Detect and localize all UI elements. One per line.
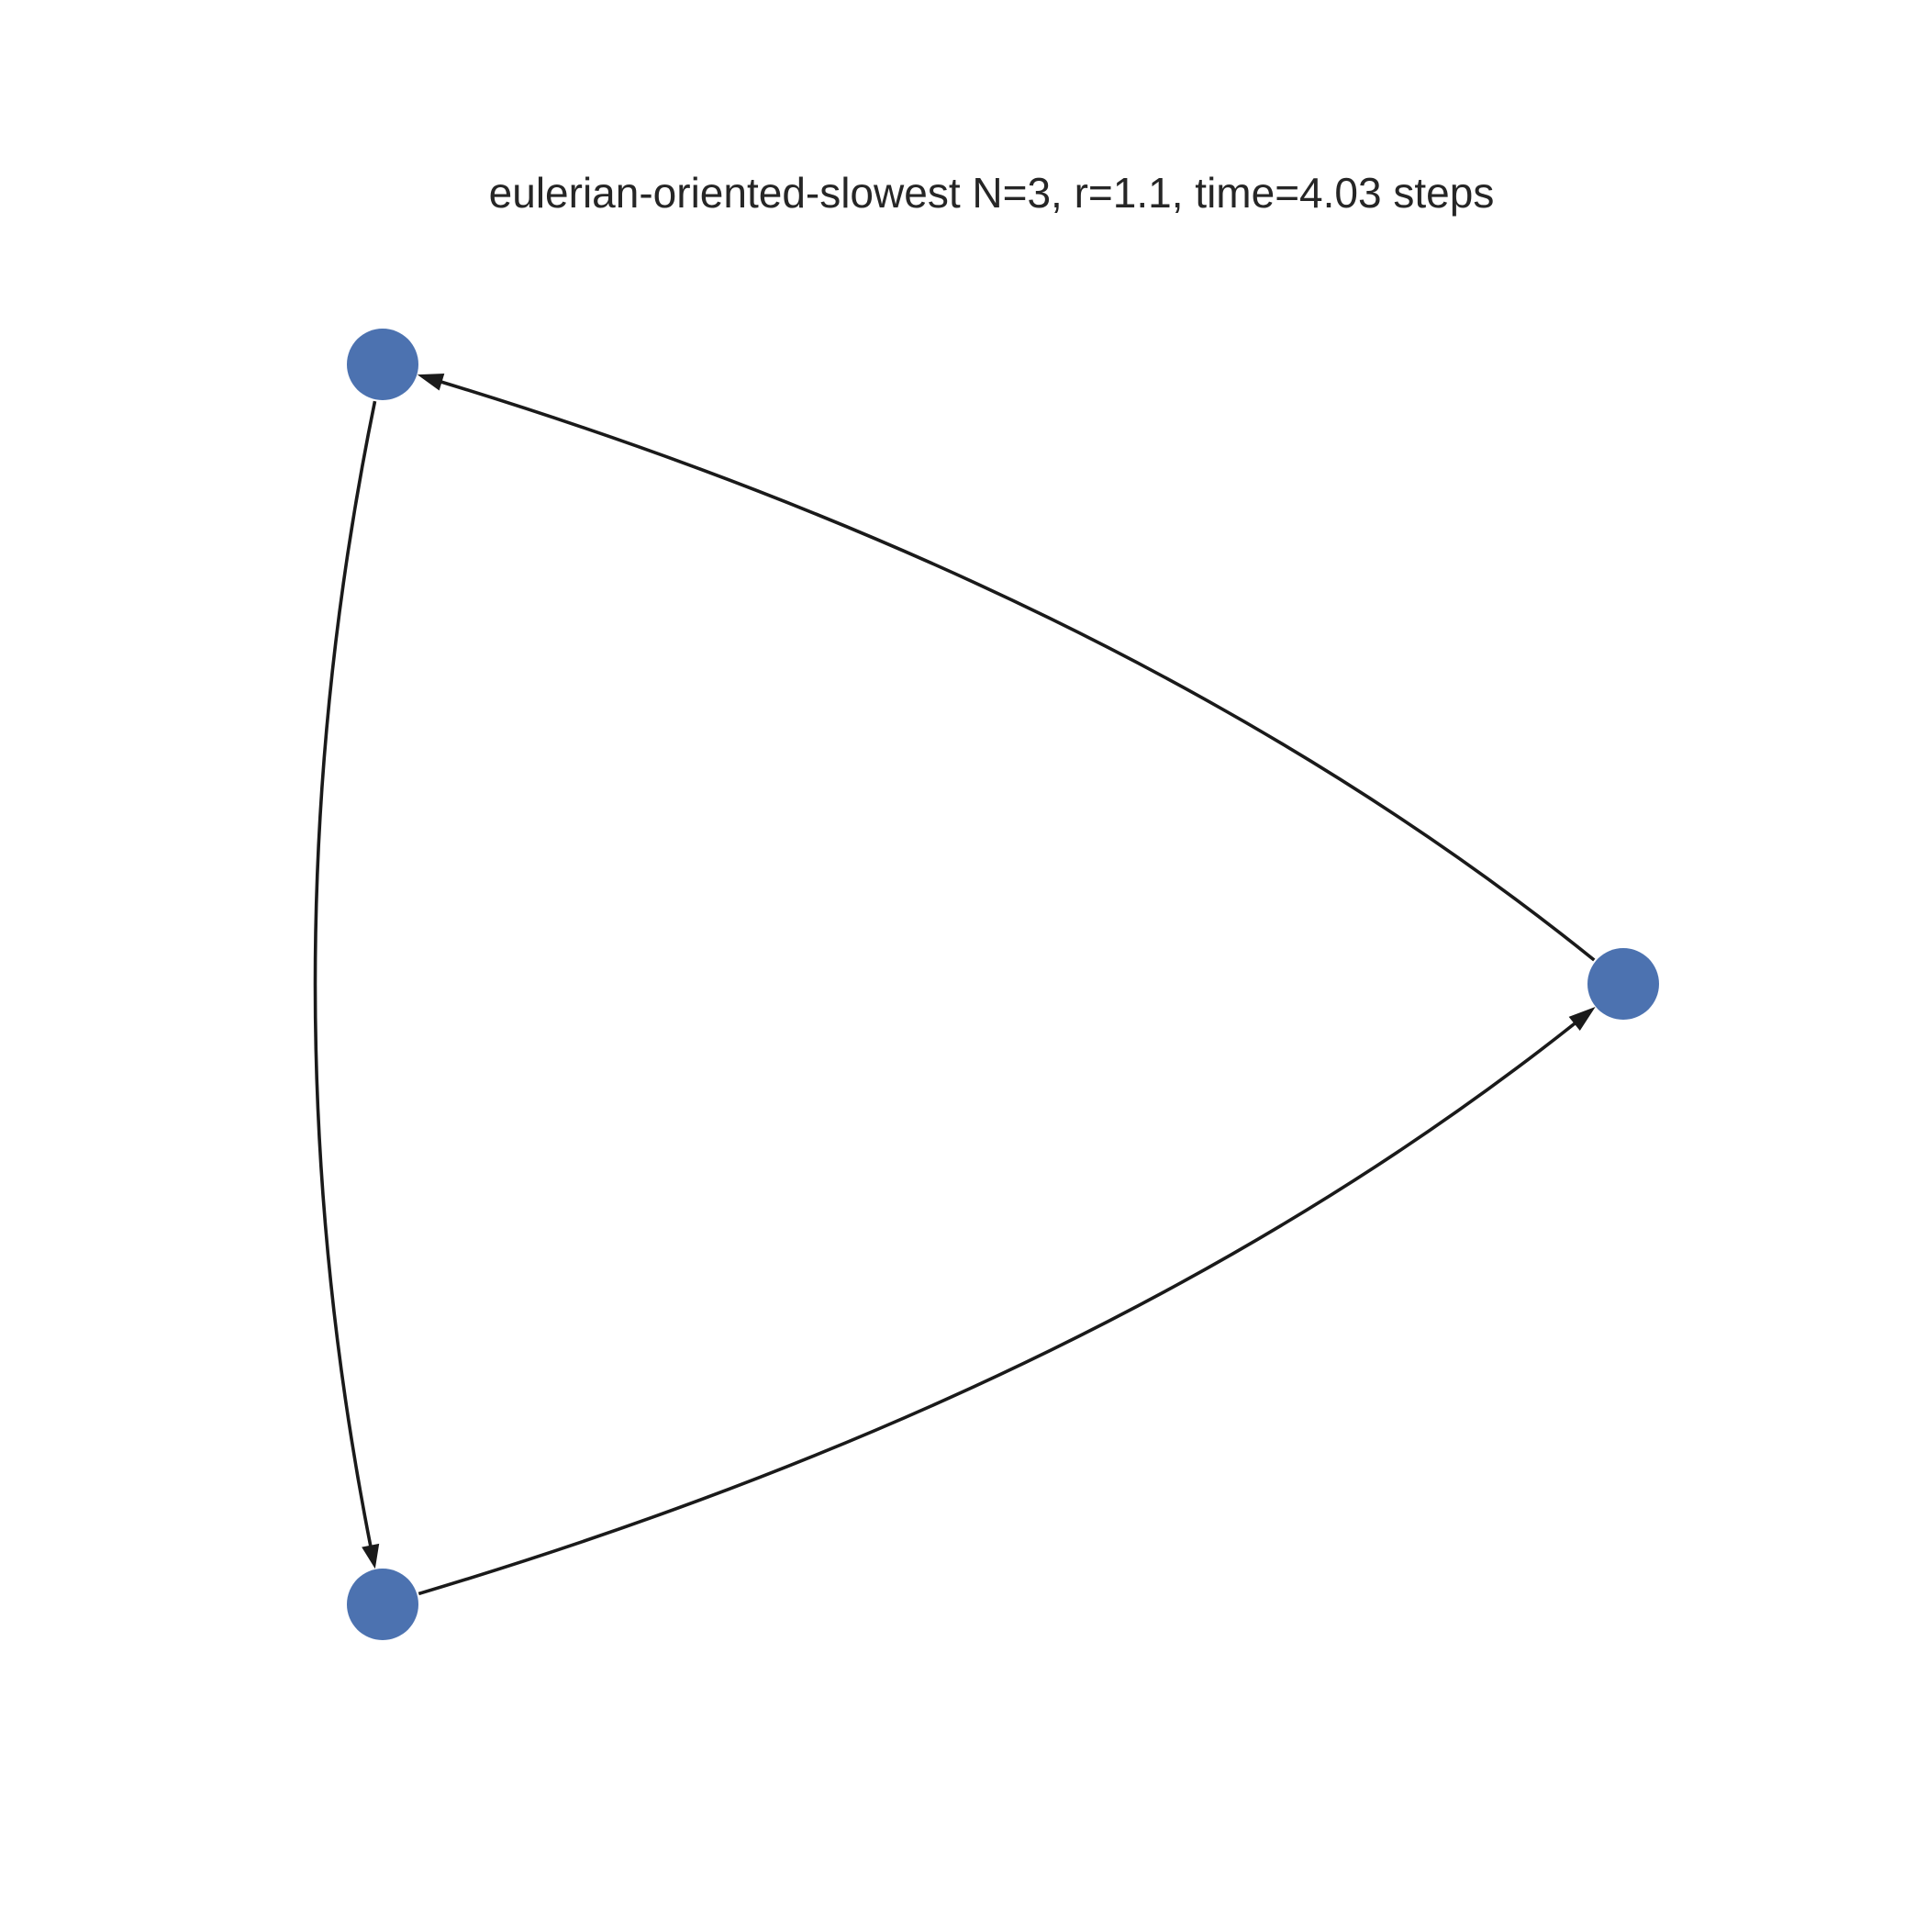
- nodes-layer: [347, 329, 1659, 1640]
- figure-title: eulerian-oriented-slowest N=3, r=1.1, ti…: [488, 169, 1495, 217]
- edge-line: [440, 380, 1596, 962]
- edges-layer: [313, 373, 1596, 1596]
- edge-line: [313, 400, 377, 1547]
- graph-node: [347, 1569, 418, 1640]
- edge-e-bottom-to-right: [418, 1007, 1596, 1596]
- arrowhead-icon: [362, 1543, 380, 1569]
- edge-e-right-to-top: [417, 373, 1596, 962]
- graph-node: [347, 329, 418, 400]
- edge-line: [418, 1022, 1576, 1596]
- arrowhead-icon: [417, 373, 445, 391]
- graph-node: [1587, 948, 1659, 1020]
- arrowhead-icon: [1568, 1007, 1596, 1031]
- edge-e-top-to-bottom: [313, 400, 380, 1569]
